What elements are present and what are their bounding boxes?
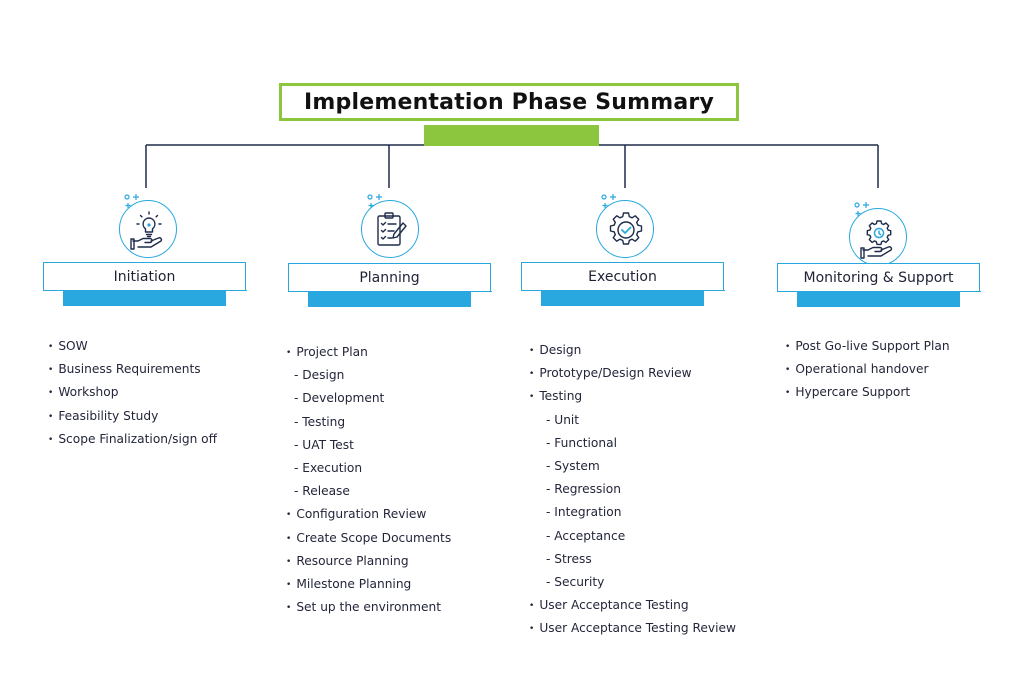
phase-execution-list: Design Prototype/Design Review Testing -… xyxy=(529,339,736,640)
sparkle-icon xyxy=(601,194,616,208)
phase-monitoring-box: Monitoring & Support xyxy=(776,263,981,292)
list-item: - Stress xyxy=(546,551,592,566)
phase-initiation-label: Initiation xyxy=(113,269,176,285)
list-item: - UAT Test xyxy=(294,437,354,452)
phase-initiation-icon-circle xyxy=(119,200,177,258)
list-item: Testing xyxy=(529,385,736,408)
list-item: Prototype/Design Review xyxy=(529,362,736,385)
phase-monitoring-bar xyxy=(797,292,960,307)
phase-initiation-bar xyxy=(63,291,226,306)
phase-initiation-box: Initiation xyxy=(42,262,247,291)
title-accent-bar xyxy=(424,125,599,146)
list-item: SOW xyxy=(48,335,217,358)
phase-initiation-list: SOW Business Requirements Workshop Feasi… xyxy=(48,335,217,451)
sparkle-icon xyxy=(124,194,139,208)
phase-monitoring-list: Post Go-live Support Plan Operational ha… xyxy=(785,335,950,405)
phase-planning-icon-circle xyxy=(361,200,419,258)
sparkle-icon xyxy=(367,194,382,208)
list-item: Create Scope Documents xyxy=(286,527,451,550)
sparkle-icon xyxy=(854,202,869,216)
phase-planning-label: Planning xyxy=(359,270,420,286)
list-item: Resource Planning xyxy=(286,550,451,573)
list-item: - Release xyxy=(294,484,350,499)
list-item: - Execution xyxy=(294,460,363,475)
gear-check-icon xyxy=(609,212,643,245)
phase-planning-bar xyxy=(308,292,471,307)
hand-gear-icon xyxy=(860,220,893,259)
list-item: - Functional xyxy=(546,435,617,450)
list-item: - Unit xyxy=(546,412,580,427)
phase-monitoring-icon-circle xyxy=(849,208,907,266)
list-item: Workshop xyxy=(48,381,217,404)
phase-execution-icon-circle xyxy=(596,200,654,258)
list-item: Project Plan xyxy=(286,341,451,364)
hand-lightbulb-icon xyxy=(130,211,163,250)
list-item: Business Requirements xyxy=(48,358,217,381)
list-item: Post Go-live Support Plan xyxy=(785,335,949,358)
phase-execution-label: Execution xyxy=(588,269,657,285)
phase-planning-list: Project Plan - Design - Development - Te… xyxy=(286,341,451,619)
list-item: - System xyxy=(546,458,600,473)
list-item: Configuration Review xyxy=(286,503,451,526)
list-item: Set up the environment xyxy=(286,596,451,619)
title-box: Implementation Phase Summary xyxy=(279,83,739,121)
list-item: Milestone Planning xyxy=(286,573,451,596)
list-item: User Acceptance Testing xyxy=(529,594,736,617)
list-item: Scope Finalization/sign off xyxy=(48,428,217,451)
list-item: - Integration xyxy=(546,505,622,520)
list-item: Hypercare Support xyxy=(785,381,950,404)
list-item: - Regression xyxy=(546,482,621,497)
clipboard-checklist-icon xyxy=(377,212,407,246)
list-item: - Development xyxy=(294,391,385,406)
list-item: - Testing xyxy=(294,414,346,429)
list-item: Design xyxy=(529,339,736,362)
phase-execution-box: Execution xyxy=(520,262,725,291)
list-item: User Acceptance Testing Review xyxy=(529,617,736,640)
list-item: - Security xyxy=(546,574,605,589)
list-item: Feasibility Study xyxy=(48,405,217,428)
phase-planning-box: Planning xyxy=(287,263,492,292)
phase-monitoring-label: Monitoring & Support xyxy=(803,270,954,286)
list-item: Operational handover xyxy=(785,358,950,381)
list-item: - Acceptance xyxy=(546,528,626,543)
phase-execution-bar xyxy=(541,291,704,306)
list-item: - Design xyxy=(294,368,345,383)
page-title: Implementation Phase Summary xyxy=(304,89,714,115)
